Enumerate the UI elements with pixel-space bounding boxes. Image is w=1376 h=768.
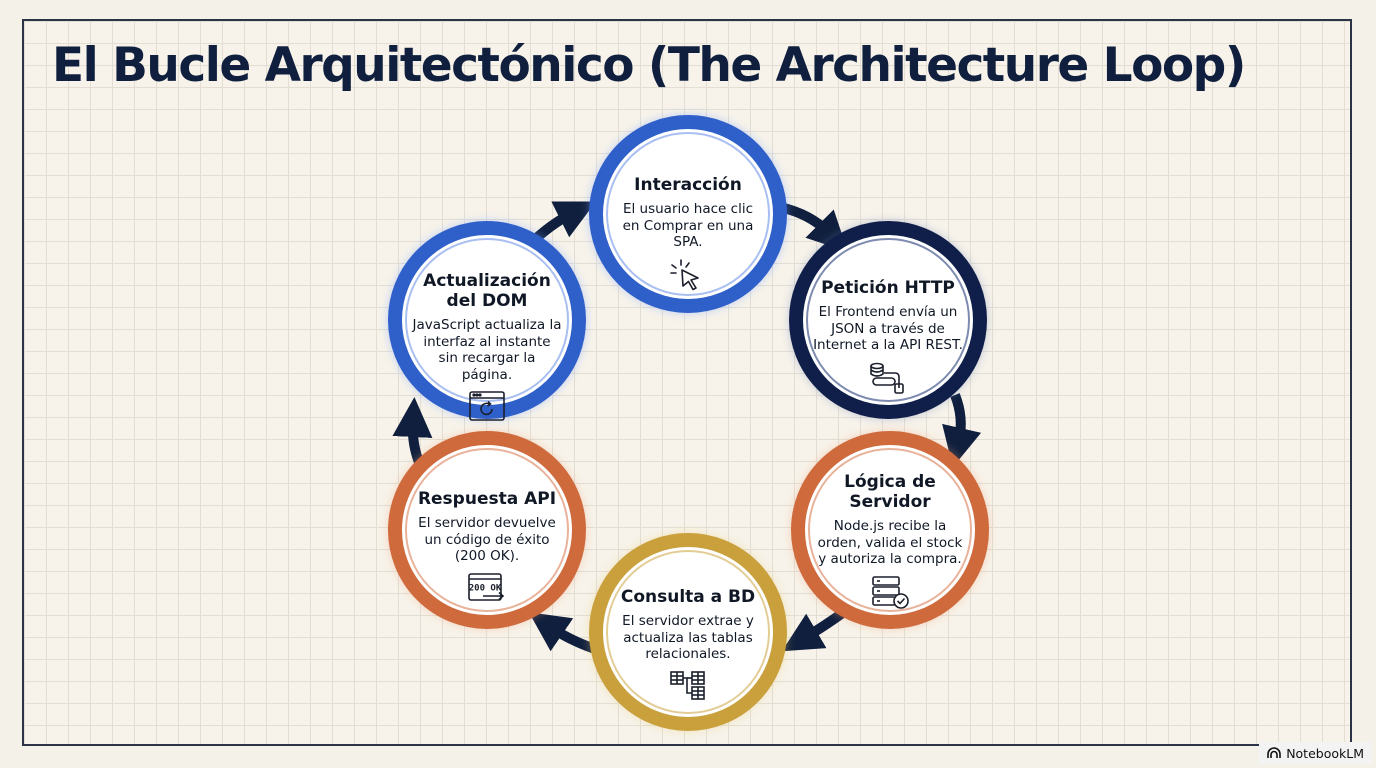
node-actualizacion: Actualización del DOM JavaScript actuali…	[412, 271, 562, 423]
node-circle-consulta	[589, 533, 787, 731]
browser-refresh-icon	[469, 391, 505, 421]
notebooklm-logo-icon	[1267, 747, 1281, 758]
node-description: El servidor devuelve un código de éxito …	[418, 515, 556, 564]
node-description: El servidor extrae y actualiza las tabla…	[622, 613, 754, 662]
node-description: JavaScript actualiza la interfaz al inst…	[412, 317, 562, 383]
node-logica: Lógica de Servidor Node.js recibe la ord…	[815, 472, 965, 610]
response-code-text: 200 OK	[469, 583, 502, 593]
arrow-logica-to-consulta	[781, 607, 847, 652]
node-circle-interaccion	[589, 115, 787, 313]
relational-tables-icon	[670, 670, 705, 700]
node-title: Actualización del DOM	[423, 271, 551, 311]
node-circle-peticion	[789, 221, 987, 419]
arrow-peticion-to-logica	[942, 393, 982, 468]
server-check-icon	[872, 575, 909, 609]
node-description: El usuario hace clic en Comprar en una S…	[622, 201, 754, 250]
network-request-icon	[870, 362, 904, 394]
notebooklm-badge: NotebookLM	[1259, 742, 1372, 764]
node-title: Consulta a BD	[620, 587, 756, 607]
page-title: El Bucle Arquitectónico (The Architectur…	[52, 38, 1246, 93]
node-description: Node.js recibe la orden, valida el stock…	[817, 518, 963, 567]
node-peticion: Petición HTTP El Frontend envía un JSON …	[813, 278, 963, 394]
node-respuesta: Respuesta API El servidor devuelve un có…	[412, 489, 562, 605]
arrow-interaccion-to-peticion	[778, 202, 848, 252]
node-description: El Frontend envía un JSON a través de In…	[813, 304, 963, 353]
node-circle-respuesta	[388, 431, 586, 629]
cursor-click-icon	[670, 258, 699, 290]
node-circle-actualizacion	[388, 221, 586, 419]
watermark-text: NotebookLM	[1286, 745, 1364, 761]
node-title: Lógica de Servidor	[844, 472, 936, 512]
node-title: Petición HTTP	[821, 278, 955, 298]
node-circle-logica	[791, 431, 989, 629]
node-title: Respuesta API	[417, 489, 557, 509]
node-title: Interacción	[634, 175, 742, 195]
node-consulta: Consulta a BD El servidor extrae y actua…	[613, 587, 763, 701]
response-200-icon: 200 OK	[468, 572, 505, 601]
node-interaccion: Interacción El usuario hace clic en Comp…	[613, 175, 763, 291]
